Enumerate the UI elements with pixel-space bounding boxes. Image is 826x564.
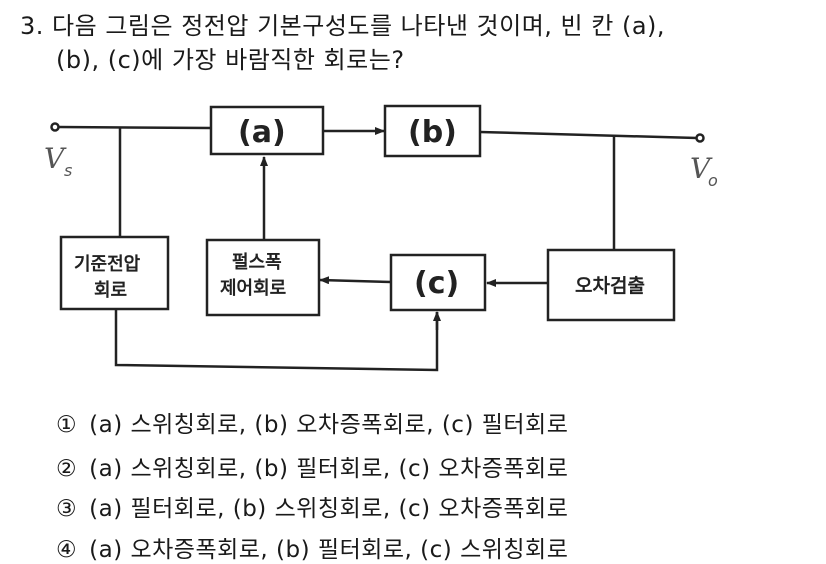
- option-2-text: (a) 스위칭회로, (b) 필터회로, (c) 오차증폭회로: [89, 456, 569, 482]
- box-b: [383, 104, 482, 158]
- question-line-2: (b), (c)에 가장 바람직한 회로는?: [56, 40, 405, 75]
- option-1-number: ①: [56, 412, 78, 438]
- question-line-1: 3. 다음 그림은 정전압 기본구성도를 나타낸 것이며, 빈 칸 (a),: [20, 6, 665, 41]
- box-a-label: (a): [238, 115, 286, 150]
- box-c-label: (c): [414, 266, 459, 301]
- input-voltage-sub: s: [64, 161, 72, 180]
- option-2-number: ②: [56, 456, 78, 482]
- option-3-number: ③: [56, 496, 78, 522]
- pwm-label-2: 제어회로: [220, 278, 286, 299]
- ref-voltage-label-2: 회로: [94, 280, 127, 301]
- option-3-text: (a) 필터회로, (b) 스위칭회로, (c) 오차증폭회로: [89, 496, 569, 522]
- option-2[interactable]: ② (a) 스위칭회로, (b) 필터회로, (c) 오차증폭회로: [56, 449, 568, 483]
- input-voltage-label: V: [44, 142, 67, 175]
- option-3[interactable]: ③ (a) 필터회로, (b) 스위칭회로, (c) 오차증폭회로: [56, 489, 568, 523]
- input-terminal: [50, 122, 60, 132]
- output-voltage-label: V: [690, 152, 713, 185]
- output-voltage-sub: o: [708, 171, 718, 190]
- question-text-2: (b), (c)에 가장 바람직한 회로는?: [56, 46, 405, 74]
- box-error-detect: [546, 248, 676, 322]
- box-c: [389, 253, 487, 312]
- option-4-number: ④: [56, 537, 78, 563]
- output-terminal: [695, 133, 705, 143]
- regulator-block-diagram: (a) (b) (c) 오차검출 기준전압 회로 펄스폭 제어회로 V s V …: [44, 104, 718, 372]
- option-1[interactable]: ① (a) 스위칭회로, (b) 오차증폭회로, (c) 필터회로: [56, 405, 568, 439]
- error-detect-label: 오차검출: [575, 275, 645, 297]
- pwm-label-1: 펄스폭: [232, 252, 282, 273]
- box-ref-voltage: [59, 235, 170, 311]
- box-b-label: (b): [408, 115, 457, 150]
- option-1-text: (a) 스위칭회로, (b) 오차증폭회로, (c) 필터회로: [89, 412, 569, 438]
- question-text-1: 다음 그림은 정전압 기본구성도를 나타낸 것이며, 빈 칸 (a),: [52, 12, 666, 40]
- ref-voltage-label-1: 기준전압: [74, 254, 141, 275]
- option-4-text: (a) 오차증폭회로, (b) 필터회로, (c) 스위칭회로: [89, 537, 569, 563]
- question-number: 3.: [20, 12, 44, 40]
- option-4[interactable]: ④ (a) 오차증폭회로, (b) 필터회로, (c) 스위칭회로: [56, 530, 568, 564]
